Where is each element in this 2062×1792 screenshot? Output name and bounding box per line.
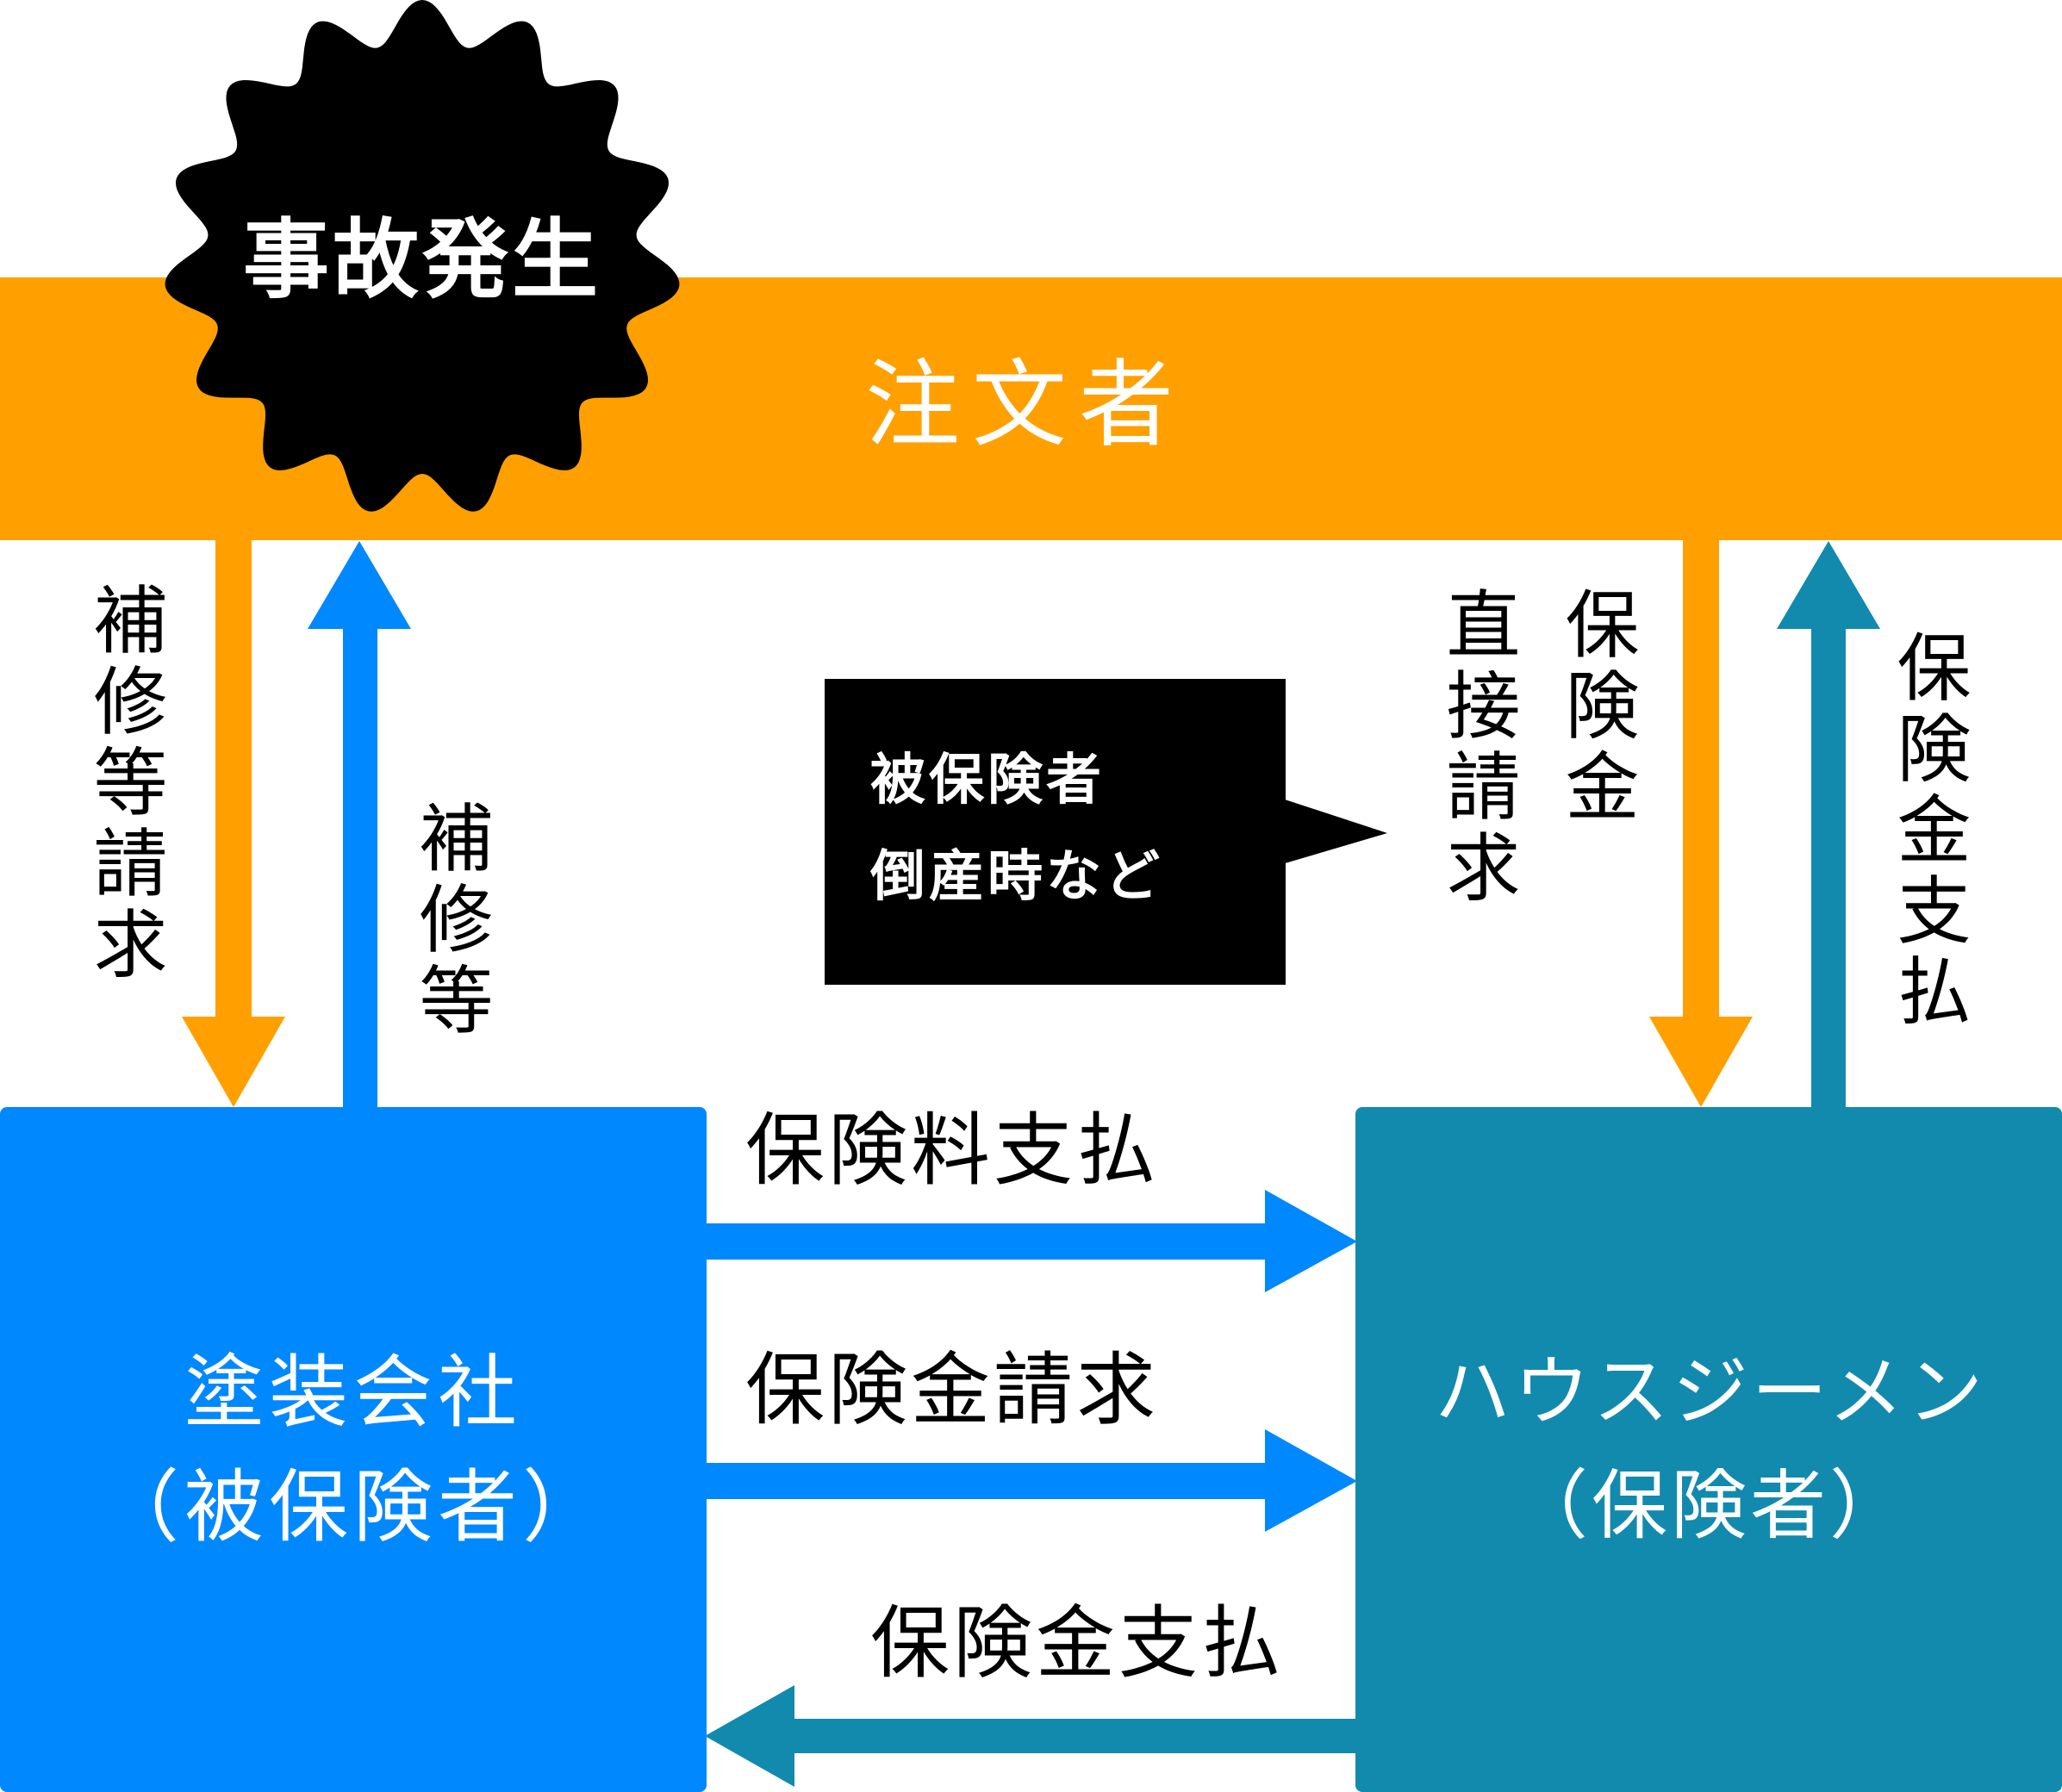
contractor-label: 塗装会社 （被保険者） — [69, 1335, 638, 1565]
insurer-role: （保険者） — [1511, 1461, 1909, 1550]
insurer-label: ハウスジーメン （保険者） — [1379, 1335, 2042, 1563]
claim-payment-arrow — [1777, 541, 1880, 1111]
repair-request-arrow — [182, 538, 285, 1107]
direct-claim-label-right: 保険金 — [1552, 586, 1638, 829]
note-pointer — [1282, 799, 1387, 864]
premium-payment-arrow — [702, 1190, 1357, 1292]
insurer-box — [1355, 1107, 2062, 1792]
direct-claim-arrow — [1649, 538, 1753, 1107]
contractor-name: 塗装会社 — [184, 1347, 522, 1439]
insurer-name: ハウスジーメン — [1434, 1347, 1987, 1436]
contractor-role: （被保険者） — [99, 1461, 607, 1554]
claim-payment-label: 保険金支払 — [1884, 629, 1970, 1034]
note-line-2: 倒産時など — [870, 845, 1163, 909]
insurance-payment-label: 保険金支払 — [870, 1597, 1285, 1689]
insurance-claim-label: 保険金請求 — [745, 1344, 1160, 1436]
note-label: 被保険者 倒産時など — [870, 732, 1163, 925]
note-box — [825, 679, 1286, 985]
repair-request-label: 補修等請求 — [80, 582, 166, 986]
premium-payment-label: 保険料支払 — [745, 1104, 1160, 1197]
insurance-payment-arrow — [705, 1685, 1357, 1787]
orderer-label: 注文者 — [865, 350, 1186, 460]
contractor-box — [0, 1107, 707, 1792]
note-line-1: 被保険者 — [870, 749, 1105, 812]
insurance-claim-arrow — [702, 1429, 1357, 1532]
repair-label: 補修等 — [406, 800, 492, 1042]
accident-label: 事故発生 — [243, 209, 601, 310]
accident-burst — [165, 0, 680, 512]
repair-arrow — [308, 541, 411, 1111]
direct-claim-label-left: 直接請求 — [1433, 586, 1519, 910]
